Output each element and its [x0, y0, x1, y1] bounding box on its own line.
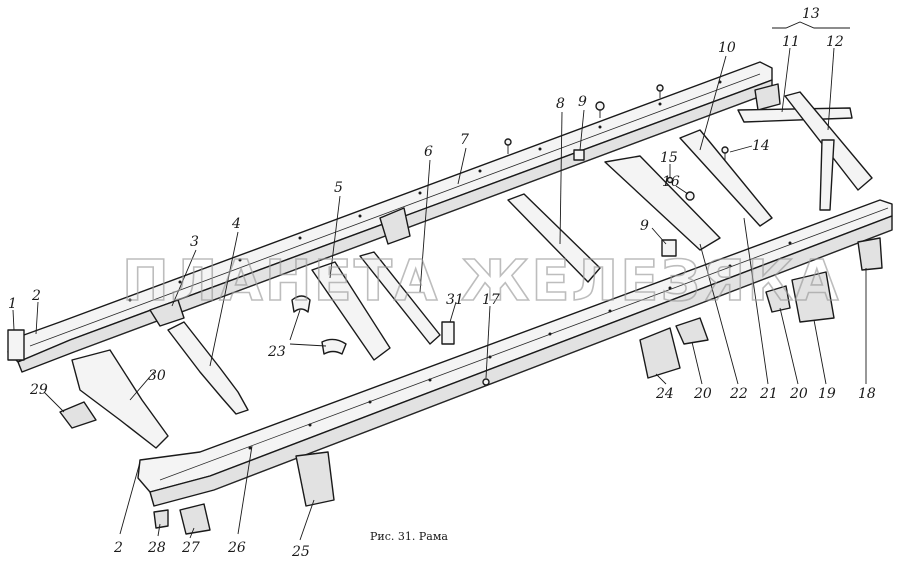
- cross-member-22: [604, 155, 721, 251]
- bracket-28: [153, 509, 169, 529]
- callout-16: 16: [662, 174, 680, 190]
- cross-member-4: [167, 321, 249, 415]
- bracket-27: [179, 503, 211, 535]
- bracket-31: [441, 321, 455, 345]
- callout-17: 17: [482, 292, 500, 308]
- callout-6: 6: [424, 144, 433, 160]
- callout-10: 10: [718, 40, 736, 56]
- spring-bracket-19: [791, 271, 835, 323]
- callout-5: 5: [334, 180, 343, 196]
- callout-27: 27: [181, 540, 200, 556]
- callout-22: 22: [729, 386, 748, 402]
- callout-9-lower: 9: [640, 218, 649, 234]
- callout-1: 1: [8, 296, 17, 312]
- callout-19: 19: [818, 386, 836, 402]
- left-member-holes: [128, 80, 722, 302]
- cross-member-21: [679, 129, 773, 227]
- callout-14: 14: [752, 138, 770, 154]
- callout-18: 18: [858, 386, 876, 402]
- bracket-9-upper: [573, 149, 585, 161]
- callout-2-lower: 2: [113, 540, 123, 556]
- leader-lines: [12, 21, 867, 541]
- bracket-20-a: [675, 317, 709, 345]
- bolt-17: [482, 378, 490, 386]
- rear-bracket-10: [754, 83, 781, 111]
- callout-23: 23: [267, 344, 286, 360]
- cross-member-6: [359, 251, 441, 345]
- callout-20-a: 20: [693, 386, 712, 402]
- callout-30: 30: [148, 368, 166, 384]
- callout-15: 15: [660, 150, 678, 166]
- callout-7: 7: [460, 132, 469, 148]
- front-crossmember-30: [71, 349, 169, 449]
- clip-23-b: [321, 338, 347, 355]
- clip-23-a: [291, 295, 311, 313]
- center-bracket: [379, 207, 411, 245]
- figure-caption: Рис. 31. Рама: [370, 530, 448, 543]
- callout-21: 21: [759, 386, 778, 402]
- cross-member-5: [311, 261, 391, 361]
- bracket-20-b: [765, 285, 791, 313]
- bolts-upper: [504, 84, 729, 160]
- cross-member-8: [507, 193, 601, 283]
- callout-24: 24: [655, 386, 674, 402]
- callout-4: 4: [231, 216, 241, 232]
- callout-13: 13: [802, 6, 820, 22]
- callout-26: 26: [227, 540, 246, 556]
- callout-8: 8: [556, 96, 565, 112]
- callout-2-upper: 2: [31, 288, 41, 304]
- bracket-29: [59, 401, 97, 429]
- callout-labels: 1 2 3 4 5 6 7 8 9 10 11 12 13 14 15 16 9…: [8, 6, 876, 560]
- callout-29: 29: [29, 382, 48, 398]
- right-side-member: [137, 199, 893, 507]
- callout-31: 31: [446, 292, 464, 308]
- watermark: ПЛАНЕТА ЖЕЛЕЗЯКА: [122, 249, 840, 314]
- callout-9-upper: 9: [578, 94, 587, 110]
- rear-crossmember-13: [737, 91, 873, 211]
- bracket-3: [149, 299, 185, 327]
- bracket-24: [639, 327, 681, 379]
- spring-bracket-25: [295, 451, 335, 507]
- callout-28: 28: [147, 540, 166, 556]
- front-bracket: [7, 329, 25, 361]
- right-member-holes: [248, 241, 792, 450]
- callout-12: 12: [826, 34, 844, 50]
- callout-3: 3: [190, 234, 199, 250]
- callout-11: 11: [782, 34, 800, 50]
- callout-25: 25: [291, 544, 310, 560]
- callout-20-b: 20: [789, 386, 808, 402]
- bracket-18: [857, 237, 883, 271]
